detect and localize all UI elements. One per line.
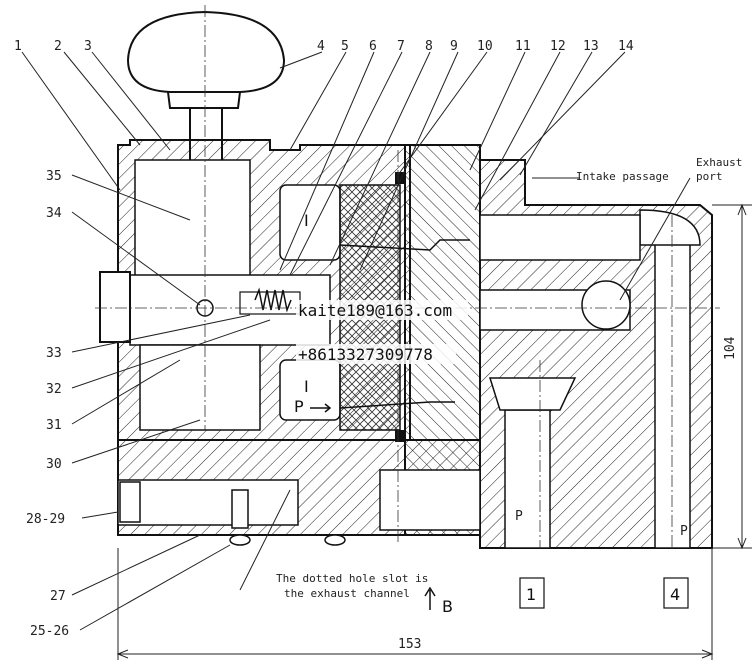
- part-10: 10: [477, 39, 493, 54]
- knob: [126, 10, 286, 93]
- part-1: 1: [14, 39, 22, 54]
- pressure-label: P: [294, 397, 304, 416]
- part-3: 3: [84, 39, 92, 54]
- part-5: 5: [341, 39, 349, 54]
- part-33: 33: [46, 346, 62, 361]
- part-7: 7: [397, 39, 405, 54]
- chamber-lower: I: [304, 377, 309, 396]
- part-8: 8: [425, 39, 433, 54]
- part-12: 12: [550, 39, 566, 54]
- part-34: 34: [46, 206, 62, 221]
- part-9: 9: [450, 39, 458, 54]
- dotted-note-2: the exhaust channel: [284, 587, 410, 600]
- part-28-29: 28-29: [26, 512, 65, 527]
- part-31: 31: [46, 418, 62, 433]
- spring: [254, 287, 292, 313]
- part-25-26: 25-26: [30, 624, 69, 639]
- part-14: 14: [618, 39, 634, 54]
- part-6: 6: [369, 39, 377, 54]
- port-box-4: 4: [670, 585, 680, 604]
- dimension-lines: [116, 203, 752, 660]
- port-p-left: P: [515, 509, 523, 524]
- watermark-email: kaite189@163.com: [298, 301, 452, 320]
- bolt-28-29: [119, 481, 141, 523]
- port-p-right: P: [680, 524, 688, 539]
- part-27: 27: [50, 589, 66, 604]
- part-13: 13: [583, 39, 599, 54]
- intake-label: Intake passage: [576, 170, 669, 183]
- dim-width: 153: [398, 637, 421, 652]
- exhaust-label-2: port: [696, 170, 723, 183]
- part-11: 11: [515, 39, 531, 54]
- part-numbers-top: 1 2 3 4 5 6 7 8 9 10 11 12 13 14: [14, 39, 634, 54]
- view-b-label: B: [442, 597, 453, 616]
- part-35: 35: [46, 169, 62, 184]
- leader-lines: [21, 51, 691, 631]
- part-2: 2: [54, 39, 62, 54]
- part-30: 30: [46, 457, 62, 472]
- dotted-note-1: The dotted hole slot is: [276, 572, 428, 585]
- dim-height: 104: [723, 336, 738, 360]
- part-32: 32: [46, 382, 62, 397]
- part-numbers-left: 35 34 33 32 31 30 28-29 27 25-26: [26, 169, 69, 639]
- chamber-upper: I: [304, 211, 309, 230]
- port-box-1: 1: [526, 585, 536, 604]
- part-4: 4: [317, 39, 325, 54]
- watermark-phone: +8613327309778: [298, 345, 433, 364]
- exhaust-label-1: Exhaust: [696, 156, 742, 169]
